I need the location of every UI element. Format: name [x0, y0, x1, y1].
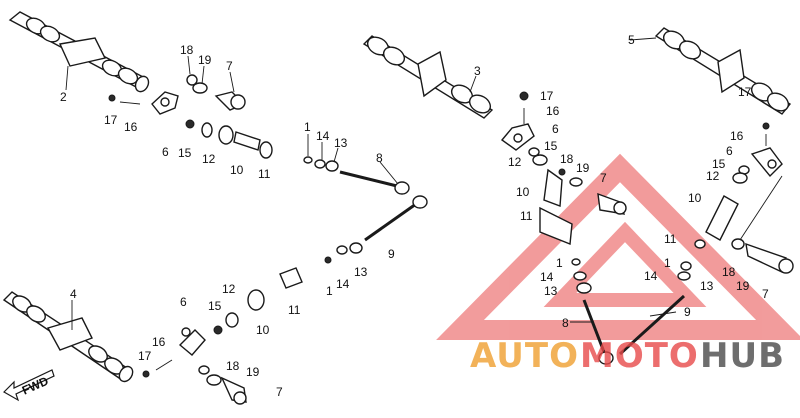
- callout-7: 7: [762, 287, 769, 301]
- callout-18: 18: [226, 359, 240, 373]
- callout-13: 13: [544, 284, 558, 298]
- callout-19: 19: [576, 161, 590, 175]
- callout-12: 12: [706, 169, 720, 183]
- callout-17: 17: [540, 89, 554, 103]
- callout-8: 8: [562, 316, 569, 330]
- callout-19: 19: [246, 365, 260, 379]
- callout-18: 18: [722, 265, 736, 279]
- callout-1: 1: [556, 256, 563, 270]
- callout-13: 13: [334, 136, 348, 150]
- callout-17: 17: [738, 85, 752, 99]
- callout-2: 2: [60, 90, 67, 104]
- callout-12: 12: [202, 152, 216, 166]
- callout-1: 1: [664, 256, 671, 270]
- watermark-logo: [436, 153, 800, 340]
- callout-16: 16: [124, 120, 138, 134]
- callout-14: 14: [644, 269, 658, 283]
- camshaft-2: [8, 11, 150, 93]
- camshaft-3: [362, 35, 494, 119]
- watermark-moto: MOTO: [580, 336, 699, 376]
- rocker-assembly-right: [694, 122, 794, 274]
- callout-1: 1: [304, 120, 311, 134]
- callout-8: 8: [376, 151, 383, 165]
- leader-lines: [187, 37, 677, 323]
- watermark-hub: HUB: [700, 336, 785, 376]
- callout-10: 10: [230, 163, 244, 177]
- callout-14: 14: [316, 129, 330, 143]
- callout-15: 15: [208, 299, 222, 313]
- callout-15: 15: [178, 146, 192, 160]
- callout-16: 16: [546, 104, 560, 118]
- callout-6: 6: [726, 144, 733, 158]
- callout-18: 18: [180, 43, 194, 57]
- callout-6: 6: [180, 295, 187, 309]
- callout-11: 11: [258, 167, 271, 181]
- rocker-assembly-center-right: [500, 91, 692, 365]
- camshaft-4: [2, 291, 134, 383]
- callout-19: 19: [736, 279, 750, 293]
- callout-14: 14: [336, 277, 350, 291]
- callout-11: 11: [664, 232, 677, 246]
- watermark-text: AUTO MOTO HUB: [470, 336, 785, 376]
- callout-18: 18: [560, 152, 574, 166]
- callout-3: 3: [474, 64, 481, 78]
- callout-1: 1: [326, 284, 333, 298]
- callout-12: 12: [508, 155, 522, 169]
- callout-10: 10: [516, 185, 530, 199]
- callout-10: 10: [256, 323, 270, 337]
- callout-16: 16: [730, 129, 744, 143]
- callout-12: 12: [222, 282, 236, 296]
- callout-4: 4: [70, 287, 77, 301]
- callout-15: 15: [712, 157, 726, 171]
- callout-13: 13: [354, 265, 368, 279]
- fwd-label: FWD: [20, 374, 51, 398]
- callout-6: 6: [162, 145, 169, 159]
- watermark-auto: AUTO: [470, 336, 579, 376]
- callout-7: 7: [226, 59, 233, 73]
- callout-13: 13: [700, 279, 714, 293]
- rocker-assembly-lower-left: [142, 242, 363, 405]
- callout-9: 9: [388, 247, 395, 261]
- callout-15: 15: [544, 139, 558, 153]
- callout-11: 11: [520, 209, 533, 223]
- callout-7: 7: [600, 171, 607, 185]
- callout-10: 10: [688, 191, 702, 205]
- callout-6: 6: [552, 122, 559, 136]
- callout-19: 19: [198, 53, 212, 67]
- fwd-arrow: FWD: [3, 369, 55, 402]
- callout-7: 7: [276, 385, 283, 399]
- callout-9: 9: [684, 305, 691, 319]
- callout-11: 11: [288, 303, 301, 317]
- callout-labels: 2 18 19 7 17 16 6 15 12 10 11 1 14 13 8 …: [60, 33, 769, 399]
- rocker-assembly-upper-left: [108, 74, 428, 242]
- callout-17: 17: [104, 113, 118, 127]
- callout-17: 17: [138, 349, 152, 363]
- callout-5: 5: [628, 33, 635, 47]
- camshaft-5: [654, 27, 792, 115]
- callout-14: 14: [540, 270, 554, 284]
- callout-16: 16: [152, 335, 166, 349]
